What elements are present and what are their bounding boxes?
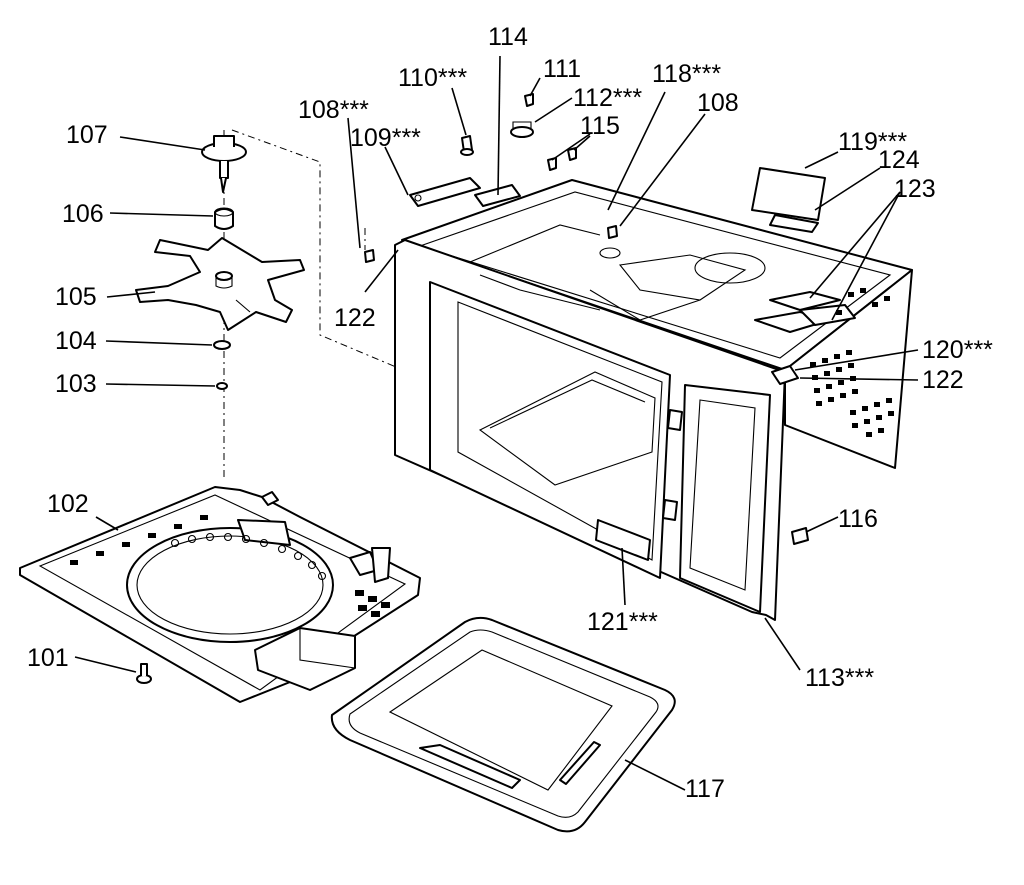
callout-119: 119*** xyxy=(838,128,907,156)
callout-102: 102 xyxy=(47,490,89,518)
callout-114: 114 xyxy=(488,23,528,51)
callout-107: 107 xyxy=(66,121,108,149)
callout-112: 112*** xyxy=(573,84,642,112)
callout-121: 121*** xyxy=(587,608,658,636)
glass-tray xyxy=(330,616,676,833)
callout-108-secondary: 108 xyxy=(697,89,739,117)
callout-111: 111 xyxy=(543,55,581,83)
callout-123: 123 xyxy=(894,175,936,203)
callout-103: 103 xyxy=(55,370,97,398)
roller-hub-part xyxy=(214,207,234,230)
callout-113: 113*** xyxy=(805,664,874,692)
clip-part xyxy=(216,382,228,390)
callout-110: 110*** xyxy=(398,64,467,92)
callout-118: 118*** xyxy=(652,60,721,88)
callout-105: 105 xyxy=(55,283,97,311)
bracket-left xyxy=(409,177,481,207)
oven-cavity xyxy=(394,179,913,621)
callout-104: 104 xyxy=(55,327,97,355)
callout-117: 117 xyxy=(685,775,725,803)
callout-122-left: 122 xyxy=(334,304,376,332)
callout-120: 120*** xyxy=(922,336,993,364)
coupling-part xyxy=(201,135,247,193)
washer-part xyxy=(213,340,231,350)
leader-lines xyxy=(74,55,919,791)
callout-124: 124 xyxy=(878,146,920,174)
callout-108-primary: 108*** xyxy=(298,96,369,124)
callout-101: 101 xyxy=(27,644,69,672)
cover-plate xyxy=(751,167,826,221)
callout-122-right: 122 xyxy=(922,366,964,394)
bracket-right xyxy=(474,184,521,207)
roller-guide-part xyxy=(135,237,305,331)
fastener-screws xyxy=(364,93,809,545)
callout-116: 116 xyxy=(838,505,878,533)
callout-labels: 107 106 105 104 103 102 101 108*** 109**… xyxy=(27,23,993,803)
callout-109: 109*** xyxy=(350,124,421,152)
screw-part xyxy=(136,663,152,684)
callout-106: 106 xyxy=(62,200,104,228)
callout-115: 115 xyxy=(580,112,620,140)
base-plate xyxy=(19,486,421,703)
